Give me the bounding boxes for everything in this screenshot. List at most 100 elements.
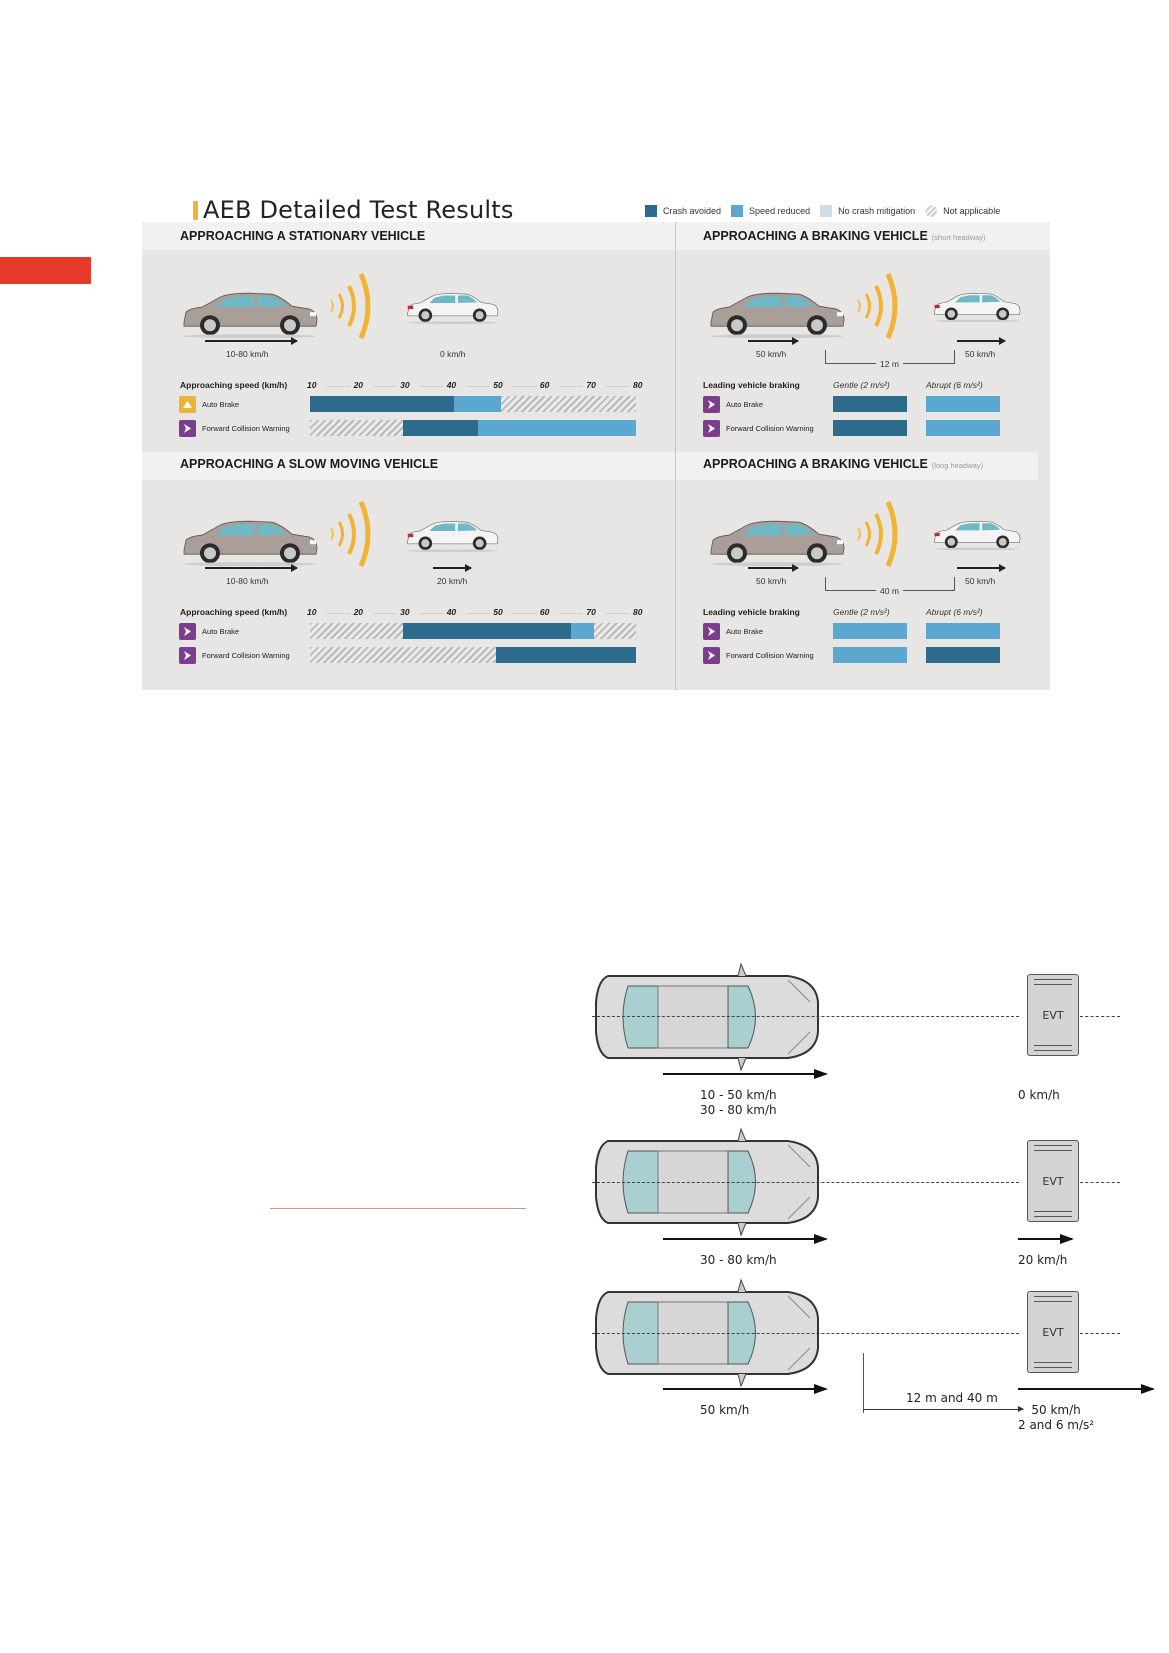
section-title-stationary: APPROACHING A STATIONARY VEHICLE — [180, 229, 426, 243]
tick-label: 70 — [586, 607, 596, 617]
centerline — [1080, 1016, 1120, 1017]
target-car-icon — [934, 293, 1021, 323]
speed-line: 30 - 80 km/h — [700, 1253, 777, 1267]
tick-label: 40 — [446, 380, 457, 390]
tick-gridline — [419, 613, 444, 614]
evt-target-icon: EVT — [1027, 974, 1079, 1056]
section-title-braking-long: APPROACHING A BRAKING VEHICLE(long headw… — [703, 457, 983, 471]
evt-target-icon: EVT — [1027, 1140, 1079, 1222]
page-title-text: AEB Detailed Test Results — [203, 196, 514, 224]
target-arrow — [957, 337, 1006, 345]
bar-track — [310, 647, 636, 663]
target-speed: 50 km/h — [965, 349, 996, 359]
mid-header-band — [142, 452, 1038, 480]
target-speed: 20 km/h — [437, 576, 468, 586]
system-chevron-icon — [703, 396, 720, 413]
subject-car-topview-icon — [595, 962, 819, 1072]
section-subtitle: (short headway) — [931, 233, 986, 242]
column-label: Gentle (2 m/s²) — [833, 380, 890, 390]
target-direction-arrow — [1018, 1384, 1155, 1394]
tick-gridline — [558, 613, 584, 614]
tick-label: 60 — [539, 607, 550, 617]
subject-car-icon — [710, 520, 845, 567]
bar-cell-speed-reduced — [926, 420, 1000, 436]
bar-segment-not-applicable — [310, 647, 497, 663]
legend-label: Not applicable — [943, 206, 1001, 216]
speed-line: 2 and 6 m/s² — [1018, 1418, 1095, 1432]
legend-swatch — [731, 205, 744, 217]
system-chevron-icon — [179, 420, 196, 437]
target-arrow — [957, 564, 1006, 572]
subject-direction-arrow — [663, 1069, 828, 1079]
target-direction-arrow — [1018, 1234, 1074, 1244]
bar-cell-speed-reduced — [926, 396, 1000, 412]
radar-waves-icon — [330, 272, 371, 340]
tick-label: 30 — [400, 607, 410, 617]
row-label-long-1: Forward Collision Warning — [703, 647, 814, 664]
page-title: AEB Detailed Test Results — [193, 196, 514, 224]
tick-gridline — [326, 386, 351, 387]
target-speed-label: 20 km/h — [1018, 1253, 1067, 1268]
subject-car-icon — [183, 520, 318, 567]
row-label-slow-0: Auto Brake — [179, 623, 239, 640]
subject-direction-arrow — [663, 1384, 828, 1394]
tick-label: 10 — [307, 607, 317, 617]
section-subtitle: (long headway) — [931, 461, 984, 470]
row-label-short-0: Auto Brake — [703, 396, 763, 413]
subject-speed: 50 km/h — [756, 576, 787, 586]
bar-segment-speed-reduced — [477, 420, 636, 436]
tick-label: 80 — [633, 607, 643, 617]
subject-arrow — [205, 337, 298, 345]
bar-segment-not-applicable — [310, 623, 404, 639]
tick-label: 10 — [307, 380, 317, 390]
tick-gridline — [465, 386, 491, 387]
target-speed-label: 0 km/h — [1018, 1088, 1060, 1103]
bar-cell-speed-reduced — [833, 623, 907, 639]
bar-track — [310, 623, 636, 639]
speed-line: 50 km/h — [1031, 1403, 1081, 1417]
panel-divider — [675, 222, 676, 690]
axis-label: Leading vehicle braking — [703, 380, 800, 390]
row-label-slow-1: Forward Collision Warning — [179, 647, 290, 664]
axis-label: Leading vehicle braking — [703, 607, 800, 617]
subject-speed-label: 50 km/h — [700, 1403, 749, 1418]
subject-arrow — [205, 564, 298, 572]
bar-cell-speed-reduced — [926, 623, 1000, 639]
axis-label: Approaching speed (km/h) — [180, 607, 288, 617]
bar-segment-crash-avoided — [310, 396, 455, 412]
tick-gridline — [372, 386, 398, 387]
legend: Crash avoided Speed reduced No crash mit… — [645, 205, 1000, 217]
top-header-band — [142, 222, 1050, 250]
tick-label: 60 — [539, 380, 550, 390]
evt-target-icon: EVT — [1027, 1291, 1079, 1373]
legend-swatch — [925, 205, 938, 217]
section-title-slow-moving: APPROACHING A SLOW MOVING VEHICLE — [180, 457, 439, 471]
bar-cell-crash-avoided — [833, 396, 907, 412]
centerline — [1080, 1182, 1120, 1183]
row-label-text: Forward Collision Warning — [726, 651, 814, 660]
tick-gridline — [419, 386, 444, 387]
gap-marker — [863, 1353, 864, 1413]
tick-gridline — [372, 613, 398, 614]
bar-segment-crash-avoided — [403, 420, 478, 436]
row-label-text: Forward Collision Warning — [202, 651, 290, 660]
bar-track — [310, 396, 636, 412]
tick-label: 80 — [633, 380, 643, 390]
subject-speed: 10-80 km/h — [226, 349, 269, 359]
subject-arrow — [748, 564, 799, 572]
tick-gridline — [605, 613, 630, 614]
target-arrow — [433, 564, 472, 572]
bar-track — [310, 420, 636, 436]
centerline — [592, 1333, 1019, 1334]
subject-speed: 50 km/h — [756, 349, 787, 359]
radar-waves-icon — [330, 500, 371, 568]
legend-label: Speed reduced — [749, 206, 811, 216]
speed-line: 10 - 50 km/h — [700, 1088, 777, 1102]
tick-label: 50 — [493, 380, 503, 390]
target-car-icon — [407, 521, 499, 553]
centerline — [592, 1016, 1019, 1017]
speed-line: 30 - 80 km/h — [700, 1103, 777, 1117]
gap-dimension-arrow — [863, 1406, 1024, 1412]
tick-label: 40 — [446, 607, 457, 617]
